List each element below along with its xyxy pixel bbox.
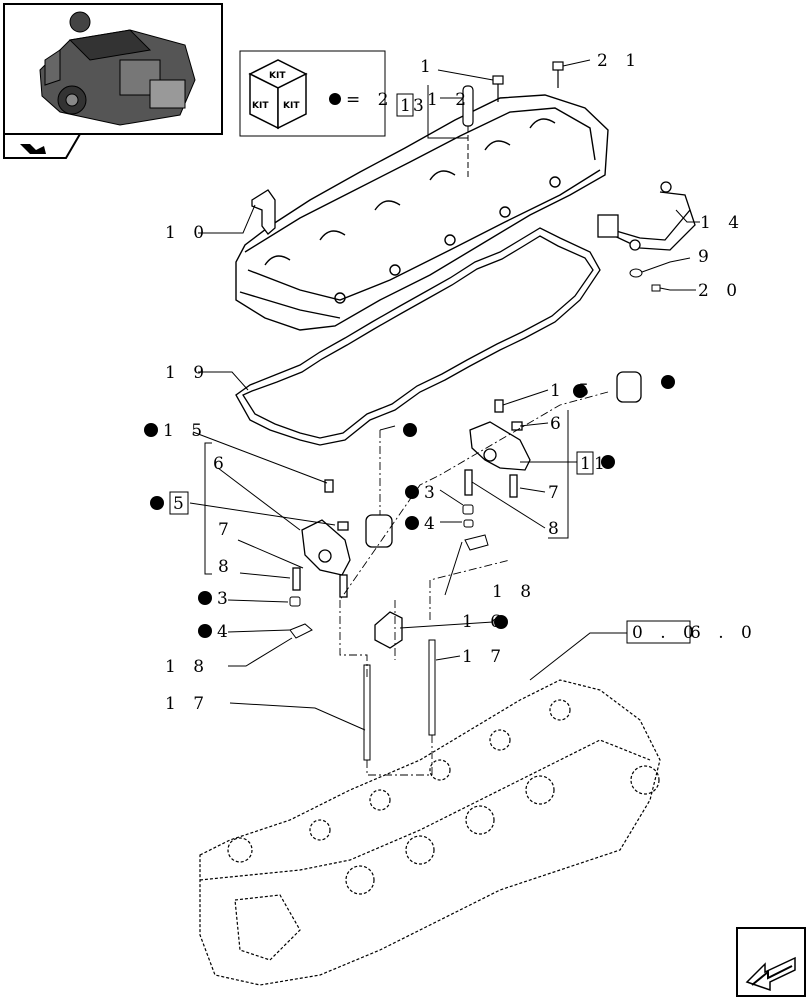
callout-15-left: 1 5 (163, 421, 208, 441)
pushrod-17-right[interactable] (428, 639, 436, 736)
callout-17-right: 1 7 (462, 647, 507, 667)
cap-3-left[interactable] (289, 596, 301, 607)
dot-marker-bushing-mid (403, 423, 417, 437)
cylinder-head[interactable] (199, 679, 661, 986)
dot-marker-4-left (198, 624, 212, 638)
callout-18-left: 1 8 (165, 657, 210, 677)
callout-7-left: 7 (218, 520, 235, 540)
callout-20: 2 0 (698, 281, 743, 301)
ref-rest: 6 . 0 (690, 623, 758, 643)
cover-gasket[interactable] (235, 227, 601, 446)
wiring-harness-14[interactable] (597, 181, 696, 251)
rocker-arm-left[interactable] (292, 479, 351, 598)
callout-1: 1 (420, 57, 437, 77)
callout-21: 2 1 (597, 51, 642, 71)
pushrod-17-left[interactable] (363, 664, 371, 761)
kit-label-left: KIT (252, 101, 269, 111)
callout-10: 1 0 (165, 223, 210, 243)
callout-13-box (396, 93, 414, 117)
valve-cover[interactable] (235, 94, 609, 331)
callout-8-right: 8 (548, 519, 565, 539)
engine-thumbnail[interactable] (3, 3, 223, 135)
kit-cube-icon: KIT KIT KIT (248, 59, 308, 130)
assembly-lines (339, 391, 609, 776)
kit-legend: KIT KIT KIT = 2 (239, 50, 394, 137)
kit-equals-text: = 2 (346, 90, 394, 110)
dot-marker-3-left (198, 591, 212, 605)
cap-3-mid[interactable] (462, 504, 474, 515)
bridge-18-mid[interactable] (464, 534, 489, 551)
kit-label-top: KIT (269, 71, 286, 81)
callout-9: 9 (698, 247, 715, 267)
kit-dot-marker (329, 93, 341, 105)
bushing-top[interactable] (616, 371, 642, 403)
washer-9[interactable] (629, 268, 643, 278)
callout-6-right: 6 (550, 414, 567, 434)
cap-4-mid[interactable] (463, 519, 474, 528)
dot-marker-bushing (661, 375, 675, 389)
dot-marker-15-top (573, 384, 587, 398)
clip-10[interactable] (251, 189, 276, 235)
nav-arrow-icon[interactable] (3, 133, 82, 159)
callout-17-left: 1 7 (165, 694, 210, 714)
callout-16: 1 6 (462, 612, 507, 632)
callout-12: 1 2 (427, 90, 472, 110)
dot-marker-15-left (144, 423, 158, 437)
callout-5: 5 (173, 494, 190, 514)
callout-4-mid: 4 (424, 514, 441, 534)
bolt-20[interactable] (651, 284, 661, 292)
callouts: 1 2 1 1 2 1 3 1 0 1 4 9 2 0 1 9 1 5 6 1 … (144, 51, 758, 714)
callout-18-mid: 1 8 (492, 582, 537, 602)
connector-16[interactable] (374, 611, 403, 649)
callout-13-box-text: 1 (400, 96, 417, 116)
leader-lines (189, 59, 700, 731)
dot-marker-3-mid (405, 485, 419, 499)
bridge-4-left[interactable] (289, 623, 313, 639)
ref-box-text: 0 . 0 (632, 623, 700, 643)
callout-5-box (169, 491, 189, 515)
bolt-21[interactable] (552, 61, 564, 88)
callout-7-right: 7 (548, 483, 565, 503)
dot-marker-4-mid (405, 516, 419, 530)
callout-11-rest: 1 (594, 454, 611, 474)
callout-19: 1 9 (165, 363, 210, 383)
next-page-arrow-icon[interactable] (736, 927, 806, 997)
callout-11-box (576, 451, 594, 475)
callout-3-mid: 3 (424, 483, 441, 503)
bushing-mid[interactable] (365, 514, 393, 548)
dot-marker-11 (601, 455, 615, 469)
ref-box[interactable] (626, 620, 691, 644)
dot-marker-5 (150, 496, 164, 510)
callout-14: 1 4 (700, 213, 745, 233)
callout-3-left: 3 (217, 589, 234, 609)
callout-15-top: 1 5 (550, 381, 595, 401)
rocker-arm-right[interactable] (464, 399, 531, 498)
callout-11-box-text: 1 (580, 454, 597, 474)
callout-8-left: 8 (218, 557, 235, 577)
dot-marker-16 (494, 615, 508, 629)
kit-label-right: KIT (283, 101, 300, 111)
callout-13-rest: 3 (413, 96, 430, 116)
callout-4-left: 4 (217, 622, 234, 642)
callout-6-left: 6 (213, 454, 230, 474)
